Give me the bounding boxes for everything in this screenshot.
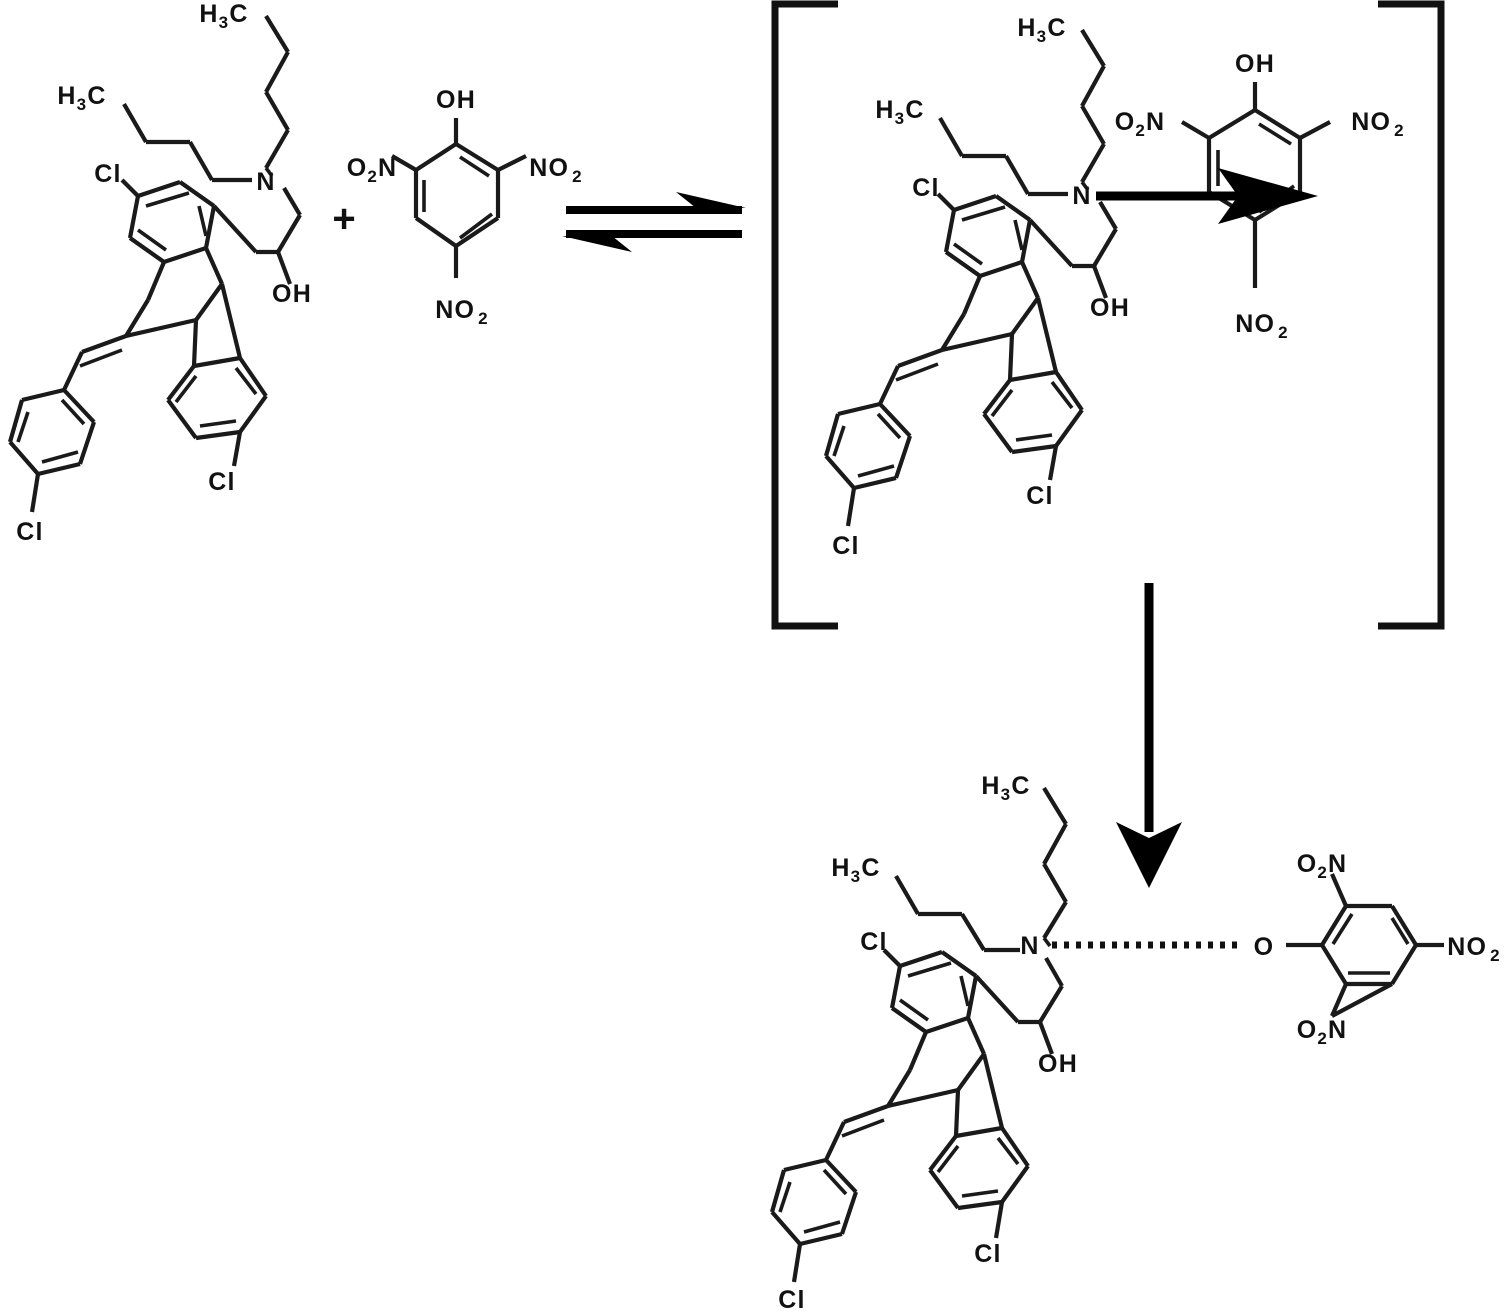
intermediate-nitro-left-label: O2N — [1115, 108, 1166, 140]
intermediate-methyl-left-label: H3C — [875, 96, 924, 128]
product-chloro-benzylidene-label: Cl — [778, 1286, 805, 1314]
reactant-methyl-left-label: H3C — [57, 82, 106, 114]
product-nitro-bottom-label: O2N — [1297, 1016, 1348, 1048]
product-ion-pair-structure — [769, 786, 1444, 1283]
intermediate-brackets — [771, 0, 1445, 630]
product-methyl-left-label: H3C — [831, 854, 880, 886]
reactant-picric-acid-structure — [390, 118, 527, 278]
intermediate-methyl-top-label: H3C — [1017, 14, 1066, 46]
intermediate-complex-structure — [823, 28, 1331, 527]
reactant-chloro-ring-label: Cl — [94, 160, 121, 188]
intermediate-chloro-ring-label: Cl — [912, 174, 939, 202]
intermediate-nitrogen-label: N — [1072, 182, 1091, 210]
equilibrium-double-arrow — [562, 192, 746, 252]
product-picrate-oxygen-label: O — [1254, 933, 1275, 961]
product-chloro-fluorene-label: Cl — [974, 1240, 1001, 1268]
reactant-chloro-fluorene-label: Cl — [208, 468, 235, 496]
intermediate-chloro-fluorene-label: Cl — [1026, 482, 1053, 510]
downward-reaction-arrow — [1116, 583, 1182, 888]
intermediate-picric-hydroxyl-label: OH — [1235, 50, 1275, 78]
product-nitro-top-label: O2N — [1297, 850, 1348, 882]
product-chloro-ring-label: Cl — [860, 928, 887, 956]
product-hydroxyl-label: OH — [1038, 1050, 1078, 1078]
product-nitrogen-label: N — [1020, 932, 1039, 960]
product-methyl-top-label: H3C — [981, 772, 1030, 804]
reactant-chloro-benzylidene-label: Cl — [16, 518, 43, 546]
reactant-methyl-top-label: H3C — [199, 0, 248, 32]
picric-hydroxyl-label: OH — [436, 86, 476, 114]
intermediate-chloro-benzylidene-label: Cl — [832, 532, 859, 560]
intermediate-hydroxyl-drug-label: OH — [1090, 294, 1130, 322]
reactant-nitrogen-label: N — [256, 168, 275, 196]
reactant-lumefantrine-structure — [7, 14, 302, 513]
plus-operator: + — [332, 197, 355, 241]
reactant-hydroxyl-label: OH — [272, 280, 312, 308]
picric-nitro-left-label: O2N — [347, 154, 398, 186]
